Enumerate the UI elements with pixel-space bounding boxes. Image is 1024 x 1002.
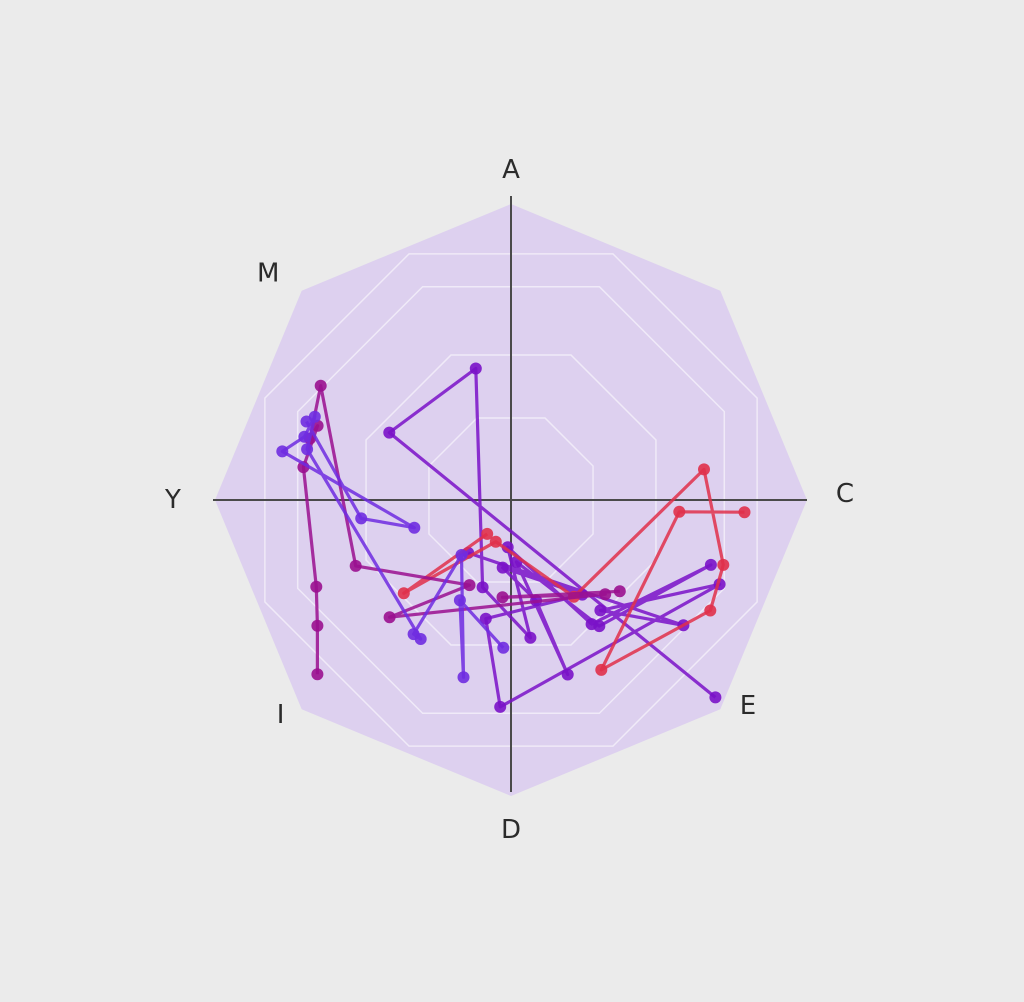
data-point [709, 691, 722, 704]
data-point [524, 631, 537, 644]
data-point [397, 587, 410, 600]
axis-label-m: M [257, 259, 279, 289]
grid-ring [264, 253, 758, 747]
data-point [501, 541, 514, 554]
data-point [698, 463, 710, 476]
data-point [453, 594, 466, 607]
data-point [349, 559, 362, 572]
data-point [276, 445, 289, 458]
data-point [383, 611, 396, 624]
data-point [673, 505, 686, 518]
data-point [479, 612, 492, 625]
axis-labels: A C E D I Y M [164, 155, 854, 845]
data-point [704, 604, 717, 617]
data-point [455, 549, 468, 561]
data-point [595, 663, 608, 676]
data-point [496, 561, 509, 574]
series-group [276, 362, 751, 713]
axis-label-y: Y [164, 485, 181, 515]
grid-ring [365, 354, 657, 646]
axis-label-a: A [502, 155, 520, 185]
data-point [494, 700, 507, 713]
series-line [402, 467, 745, 672]
series-4 [276, 410, 510, 684]
data-point [463, 579, 476, 592]
data-point [704, 558, 717, 571]
data-point [561, 668, 574, 681]
data-point [481, 527, 494, 540]
grid [264, 253, 758, 747]
axes [213, 196, 807, 792]
axis-label-e: E [740, 691, 756, 721]
data-point [613, 585, 626, 598]
data-point [593, 620, 606, 633]
data-point [497, 641, 510, 654]
grid-ring [296, 285, 726, 715]
data-point [408, 521, 421, 534]
data-point [298, 430, 311, 443]
axis-label-d: D [501, 815, 521, 845]
axis-label-i: I [277, 700, 285, 730]
data-point [314, 379, 327, 392]
data-point [355, 512, 368, 525]
data-point [311, 619, 324, 632]
data-point [383, 426, 396, 439]
data-point [457, 671, 470, 684]
data-point [599, 588, 612, 601]
data-point [489, 535, 502, 548]
data-point [496, 591, 509, 604]
data-point [310, 580, 323, 593]
series-2 [397, 463, 751, 676]
data-point [301, 443, 314, 456]
data-point [311, 668, 324, 681]
series-line [387, 366, 722, 709]
data-point [414, 633, 427, 645]
data-point [476, 581, 489, 594]
grid-ring [428, 417, 594, 583]
data-point [300, 415, 313, 428]
data-point [738, 506, 751, 519]
data-point [594, 604, 607, 617]
axis-label-c: C [836, 479, 854, 509]
data-point [717, 558, 730, 571]
data-point [469, 362, 482, 375]
